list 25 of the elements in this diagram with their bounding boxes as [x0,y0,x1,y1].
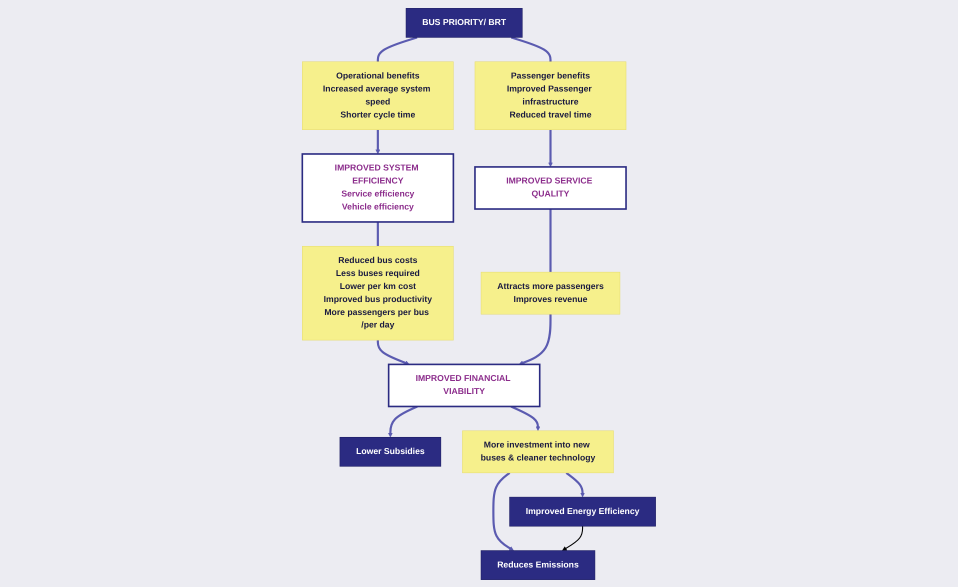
arrow [566,471,585,497]
arrow [376,340,410,365]
node-box: Passenger benefits Improved Passenger infrastructure Reduced travel time [474,60,626,130]
node-box: Lower Subsidies [340,436,442,466]
node-box: More investment into new buses & cleaner technology [462,430,614,473]
node-box: IMPROVED FINANCIAL VIABILITY [388,363,541,407]
arrow [376,129,380,154]
arrow [562,526,584,550]
arrow [548,129,553,167]
node-box: Reduces Emissions [480,550,596,580]
arrow [510,405,540,430]
node-box: BUS PRIORITY/ BRT [406,8,523,38]
node-box: Reduced bus costs Less buses required Lower per km cost Improved bus productivity More passengers per bus /per day [302,245,454,340]
connector [510,36,552,62]
connector [376,221,379,246]
arrow [518,314,552,365]
connector [376,36,418,62]
connector [549,208,552,272]
node-box: Improved Energy Efficiency [509,496,656,526]
arrow [388,405,418,437]
node-box: Attracts more passengers Improves revenue [480,271,620,314]
arrow [492,471,514,550]
node-box: IMPROVED SYSTEM EFFICIENCY Service efficiency Vehicle efficiency [302,152,454,222]
node-box: IMPROVED SERVICE QUALITY [474,166,627,210]
node-box: Operational benefits Increased average system speed Shorter cycle time [302,60,454,130]
